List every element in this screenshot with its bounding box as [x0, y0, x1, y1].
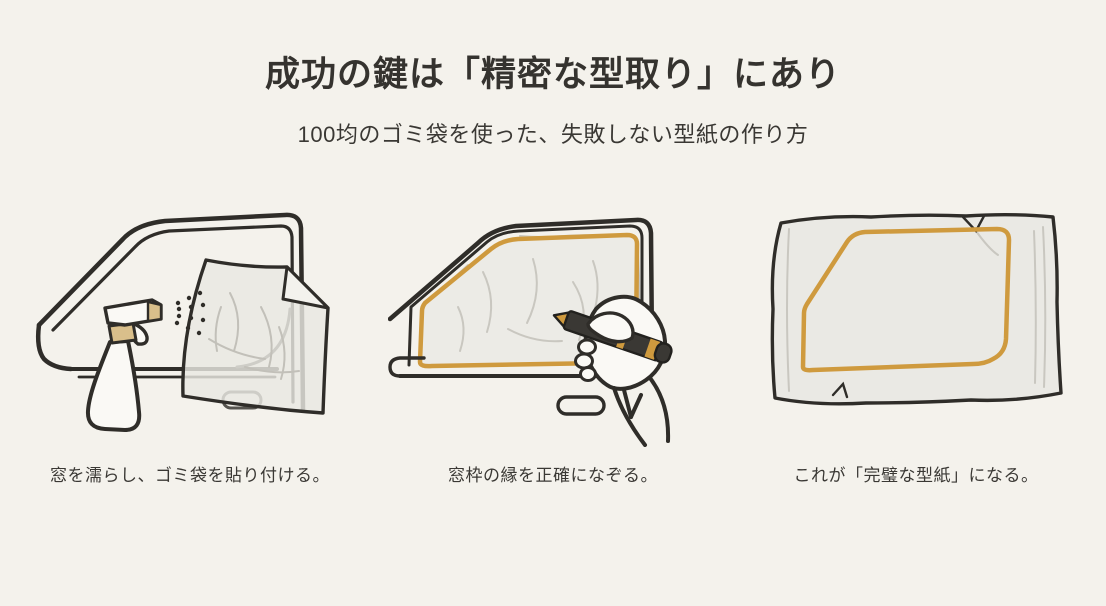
step-3: これが「完璧な型紙」になる。: [744, 197, 1089, 486]
nozzle-tip: [146, 300, 163, 323]
page-subtitle: 100均のゴミ袋を使った、失敗しない型紙の作り方: [297, 122, 809, 147]
header: 成功の鍵は「精密な型取り」にあり 100均のゴミ袋を使った、失敗しない型紙の作り…: [0, 0, 1106, 149]
bag-creases: [786, 226, 1047, 392]
plastic-bag: [181, 258, 330, 415]
step-2-caption: 窓枠の縁を正確になぞる。: [448, 466, 658, 485]
bag-wrinkles: [208, 292, 300, 380]
hand-fingers: [574, 311, 635, 382]
tracing-illustration: [388, 217, 673, 447]
step-2: 窓枠の縁を正確になぞる。: [381, 197, 726, 486]
steps-row: 窓を濡らし、ゴミ袋を貼り付ける。: [0, 197, 1106, 486]
step-3-caption: これが「完璧な型紙」になる。: [793, 466, 1039, 485]
spray-mist-dots: [174, 290, 206, 336]
wrist-lines: [612, 376, 671, 447]
spray-and-bag-illustration: [35, 212, 330, 432]
door-handle: [556, 395, 606, 416]
step-2-illustration: [388, 197, 718, 447]
page-title: 成功の鍵は「精密な型取り」にあり: [264, 55, 841, 94]
step-1-caption: 窓を濡らし、ゴミ袋を貼り付ける。: [50, 466, 330, 485]
traced-template-outline: [800, 226, 1012, 373]
window-sill: [388, 356, 604, 378]
step-1: 窓を濡らし、ゴミ袋を貼り付ける。: [18, 197, 363, 486]
template-bag: [770, 213, 1063, 406]
step-3-illustration: [751, 197, 1081, 447]
step-1-illustration: [25, 197, 355, 447]
spray-bottle: [85, 298, 163, 432]
template-bag-illustration: [770, 213, 1063, 406]
